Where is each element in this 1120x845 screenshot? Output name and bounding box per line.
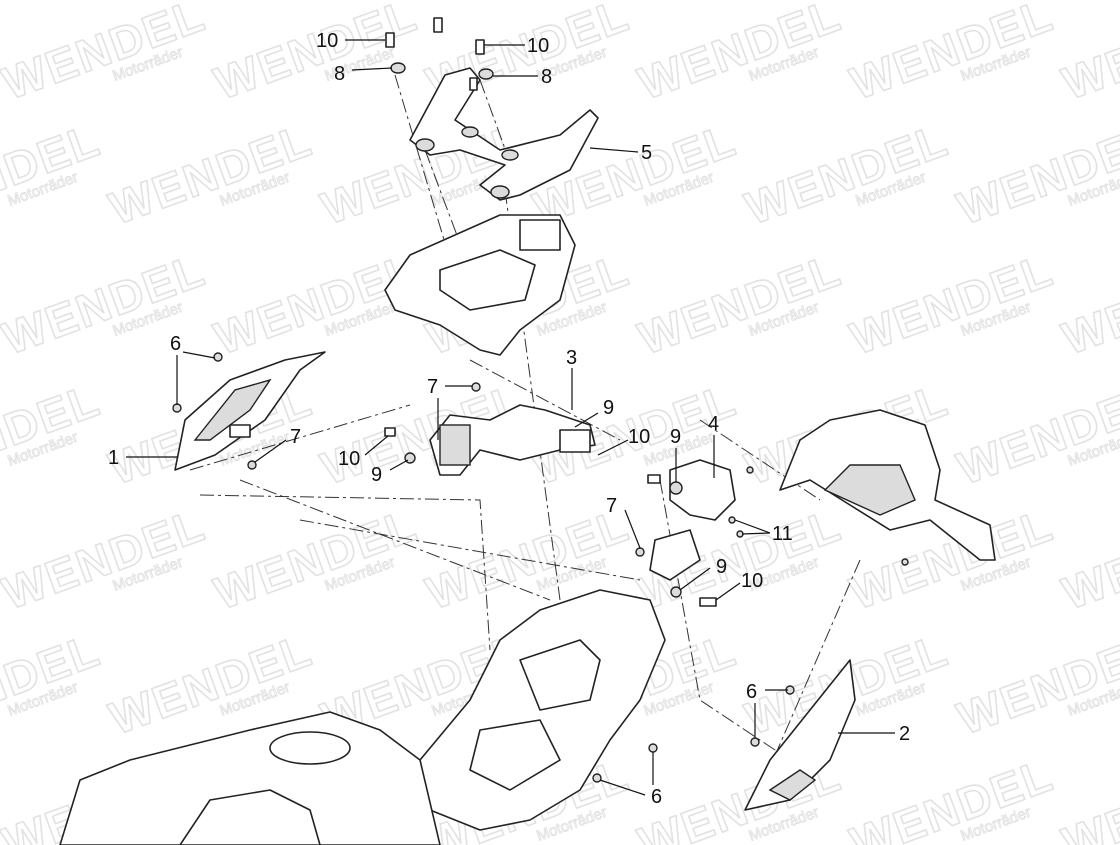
part-1-left-cover [174,351,326,471]
svg-text:WENDEL: WENDEL [1056,0,1120,109]
callout-10: 10 [628,426,650,448]
svg-text:WENDEL: WENDEL [0,373,107,494]
svg-text:WENDEL: WENDEL [951,113,1120,234]
part-4-lock [649,459,736,581]
rear-body [59,711,441,845]
part-2-right-cover [744,659,856,811]
part-3-bracket [429,404,596,476]
callout-10: 10 [527,35,549,57]
svg-text:WENDEL: WENDEL [0,113,107,234]
callout-7: 7 [427,376,438,398]
svg-text:WENDEL: WENDEL [951,623,1120,744]
svg-text:WENDEL: WENDEL [844,748,1060,845]
callout-9: 9 [603,397,614,419]
svg-text:WENDEL: WENDEL [1056,748,1120,845]
callout-leaders [126,39,895,796]
svg-text:WENDEL: WENDEL [0,623,107,744]
callout-9: 9 [670,426,681,448]
callout-1: 1 [108,447,119,469]
callout-11: 11 [772,523,793,545]
callout-9: 9 [716,556,727,578]
callout-2: 2 [899,723,910,745]
callout-7: 7 [606,495,617,517]
fasteners-top [385,17,494,91]
callout-10: 10 [741,570,763,592]
svg-text:WENDEL: WENDEL [1056,498,1120,619]
subframe [419,589,666,831]
callout-3: 3 [566,347,577,369]
callout-10: 10 [338,448,360,470]
callout-6: 6 [170,333,181,355]
seat-tray [384,214,576,356]
callout-8: 8 [541,66,552,88]
callout-9: 9 [371,464,382,486]
callout-5: 5 [641,142,652,164]
callout-10: 10 [316,30,338,52]
rear-fender [779,409,996,561]
svg-text:WENDEL: WENDEL [1056,243,1120,364]
part-5-grab-handle [409,67,599,201]
callout-numbers: 10 8 10 8 5 3 6 7 9 7 1 10 9 10 9 4 7 11… [108,30,910,808]
callout-8: 8 [334,63,345,85]
svg-text:WENDEL: WENDEL [951,373,1120,494]
callout-6: 6 [746,681,757,703]
callout-6: 6 [651,786,662,808]
callout-7: 7 [290,426,301,448]
callout-4: 4 [708,413,719,435]
